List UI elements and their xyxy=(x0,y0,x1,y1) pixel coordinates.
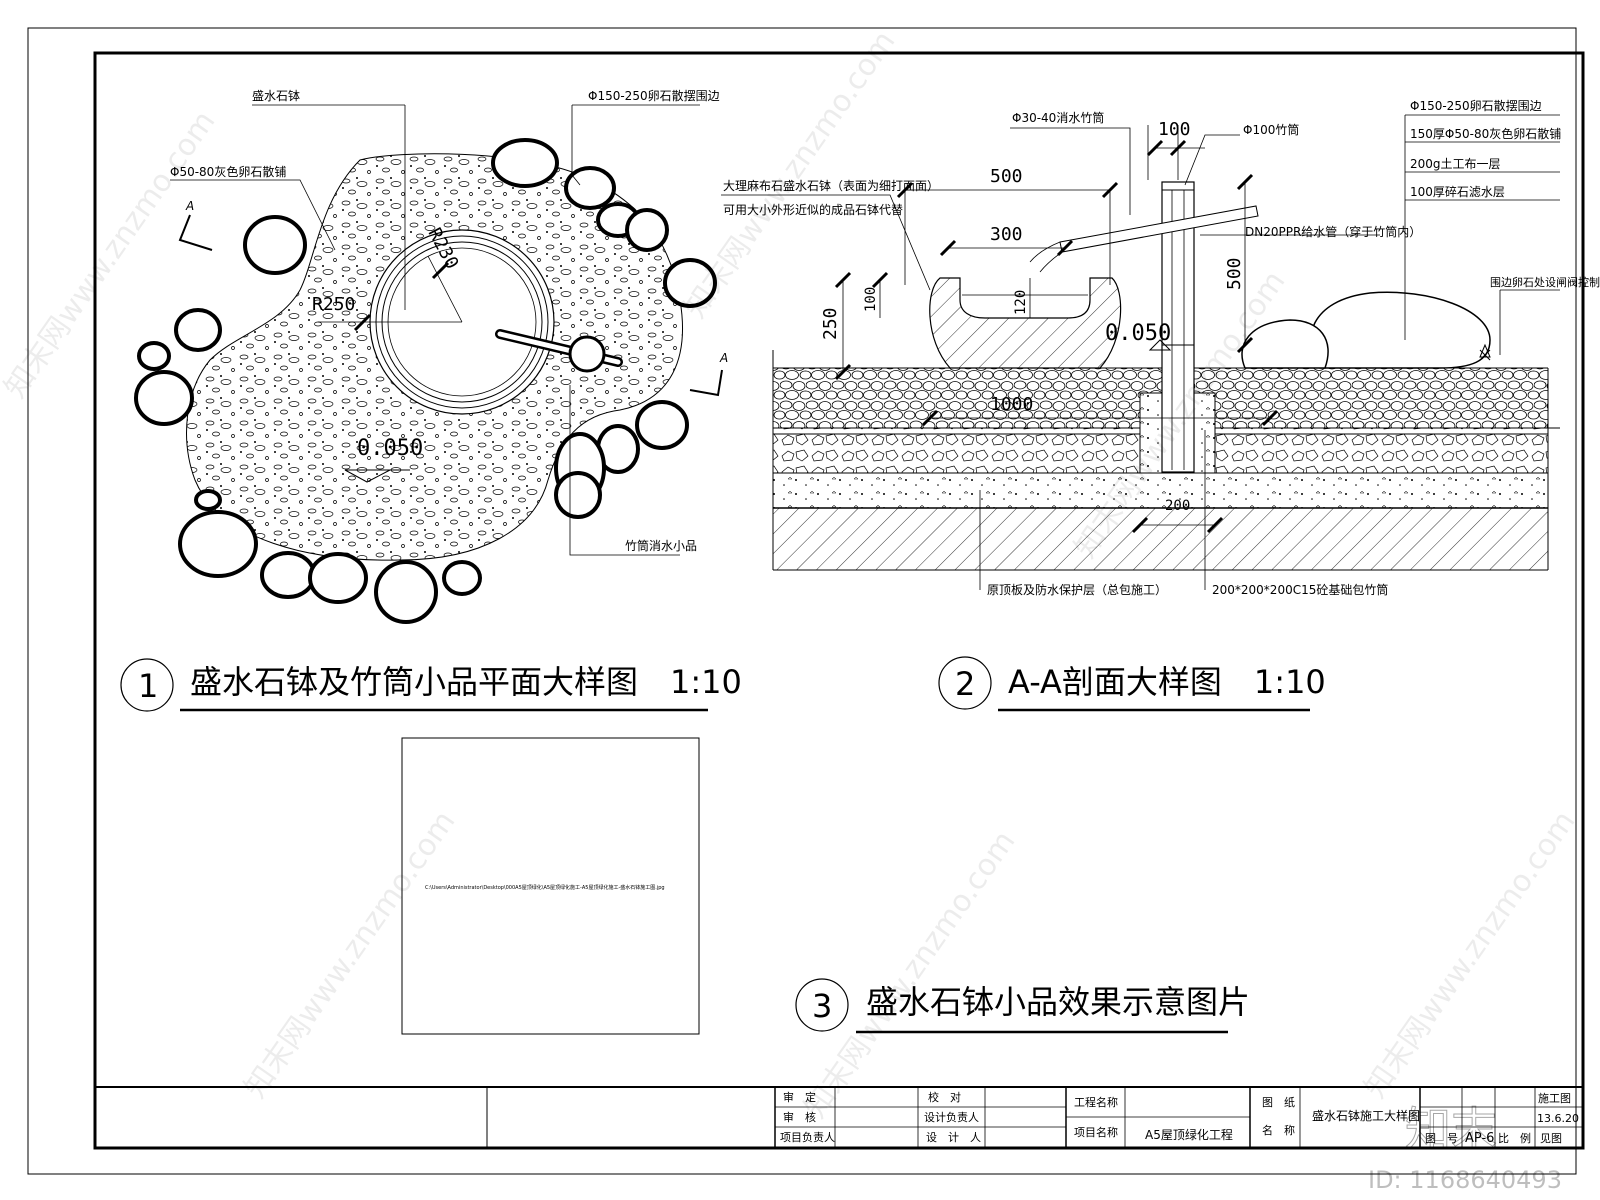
border-pebbles xyxy=(134,138,717,624)
label-bamboo-pipe: Φ30-40消水竹筒 xyxy=(1012,110,1104,125)
tb-tuzhi: 图 纸 xyxy=(1262,1096,1295,1109)
section-mark-a1: A xyxy=(185,199,194,213)
tb-jiaodui: 校 对 xyxy=(928,1090,961,1104)
layer-screed xyxy=(773,473,1548,508)
section-view: 0.050 xyxy=(721,98,1600,597)
label-elev-section: 0.050 xyxy=(1105,321,1171,346)
bamboo-spout xyxy=(1059,205,1259,253)
title-3: 3 盛水石钵小品效果示意图片 xyxy=(795,978,1250,1034)
label-concrete-base: 200*200*200C15砼基础包竹筒 xyxy=(1212,582,1388,597)
dim-100v: 100 xyxy=(863,287,879,312)
title-block-text: 审 定 审 核 项目负责人 校 对 设计负责人 设 计 人 工程名称 项目名称 … xyxy=(780,1090,1579,1146)
label-valve: 围边卵石处设闸阀控制 xyxy=(1490,275,1600,289)
label-bowl: 盛水石钵 xyxy=(252,88,300,103)
tb-tuzhi-val: 盛水石钵施工大样图 xyxy=(1312,1108,1420,1123)
tb-jieduan-val: 施工图 xyxy=(1538,1092,1571,1105)
tb-bili-val: 见图 xyxy=(1540,1132,1562,1145)
watermark-text: 知末网www.znzmo.com xyxy=(678,25,903,325)
tb-sheji-fzr: 设计负责人 xyxy=(924,1110,979,1124)
layer-slab xyxy=(773,508,1548,570)
tb-tuhao-lbl: 图 号 xyxy=(1425,1132,1458,1145)
tb-shending: 审 定 xyxy=(783,1090,816,1104)
tb-riqi-val: 13.6.20 xyxy=(1537,1112,1579,1125)
effect-image-path: C:\Users\Administrator\Desktop\000A5屋顶绿化… xyxy=(425,884,665,891)
label-layer-3: 200g土工布一层 xyxy=(1410,157,1501,171)
watermark-text: 知末网www.znzmo.com xyxy=(0,105,222,405)
watermark-text: 知末网www.znzmo.com xyxy=(1358,805,1583,1105)
label-ppr: DN20PPR给水管（穿于竹筒内） xyxy=(1245,224,1421,239)
dim-1000: 1000 xyxy=(990,394,1033,415)
dim-120: 120 xyxy=(1013,290,1029,315)
title-3-text: 盛水石钵小品效果示意图片 xyxy=(866,983,1250,1021)
boulder-large xyxy=(1309,291,1491,369)
label-bamboo-100: Φ100竹筒 xyxy=(1243,122,1299,137)
label-layer-2: 150厚Φ50-80灰色卵石散铺 xyxy=(1410,126,1561,141)
tb-xiangmu-val: A5屋顶绿化工程 xyxy=(1145,1127,1233,1142)
label-marble-2: 可用大小外形近似的成品石钵代替 xyxy=(723,202,903,217)
label-layer-1: Φ150-250卵石散摆围边 xyxy=(1410,98,1542,113)
tb-xiangmu-mc: 项目名称 xyxy=(1074,1125,1118,1139)
title-3-number: 3 xyxy=(812,987,832,1025)
section-mark-a2: A xyxy=(719,351,728,365)
label-roof: 原顶板及防水保护层（总包施工） xyxy=(987,582,1167,597)
label-elev-plan: 0.050 xyxy=(357,436,423,461)
tb-xiangmu-fzr: 项目负责人 xyxy=(780,1130,835,1144)
watermarks: 知末网www.znzmo.com 知末网www.znzmo.com 知末网www… xyxy=(0,25,1582,1194)
watermark-id: ID: 1168640493 xyxy=(1368,1166,1562,1194)
title-1-text: 盛水石钵及竹筒小品平面大样图 1:10 xyxy=(190,663,742,701)
title-2-text: A-A剖面大样图 1:10 xyxy=(1008,663,1326,701)
dim-500: 500 xyxy=(990,166,1023,187)
tb-shenhe: 审 核 xyxy=(783,1110,816,1124)
tb-sheji: 设 计 人 xyxy=(926,1131,981,1144)
title-1-number: 1 xyxy=(138,667,158,705)
plan-view: 盛水石钵 Φ150-250卵石散摆围边 Φ50-80灰色卵石散铺 竹筒消水小品 … xyxy=(134,88,728,624)
stone-bowl-plan xyxy=(318,105,555,415)
dim-250: 250 xyxy=(820,307,841,340)
stone-bowl-section xyxy=(929,277,1122,369)
effect-image-frame xyxy=(401,737,700,1035)
label-marble-1: 大理麻布石盛水石钵（表面为细打面面） xyxy=(723,178,939,193)
title-block xyxy=(94,1086,1584,1149)
dim-200: 200 xyxy=(1165,498,1190,514)
tb-bili-lbl: 比 例 xyxy=(1498,1131,1531,1145)
label-paving: Φ50-80灰色卵石散铺 xyxy=(170,164,286,179)
title-2: 2 A-A剖面大样图 1:10 xyxy=(938,656,1326,712)
bamboo-pipe-plan xyxy=(495,329,623,373)
dim-100: 100 xyxy=(1158,119,1191,140)
tb-mingcheng: 名 称 xyxy=(1262,1123,1295,1137)
label-fountain: 竹筒消水小品 xyxy=(625,538,697,553)
watermark-logo: 知末 xyxy=(1405,1102,1497,1156)
label-radius: R250 xyxy=(312,294,355,315)
label-border-pebbles: Φ150-250卵石散摆围边 xyxy=(588,88,720,103)
dim-300: 300 xyxy=(990,224,1023,245)
tb-tuhao-val: AP-6 xyxy=(1465,1131,1494,1146)
tb-gongcheng-mc: 工程名称 xyxy=(1074,1095,1118,1109)
watermark-text: 知末网www.znzmo.com xyxy=(798,825,1023,1125)
label-layer-4: 100厚碎石滤水层 xyxy=(1410,184,1505,199)
outer-border xyxy=(27,27,1577,1175)
dim-500v: 500 xyxy=(1224,257,1245,290)
title-2-number: 2 xyxy=(955,665,975,703)
title-1: 1 盛水石钵及竹筒小品平面大样图 1:10 xyxy=(120,658,742,712)
